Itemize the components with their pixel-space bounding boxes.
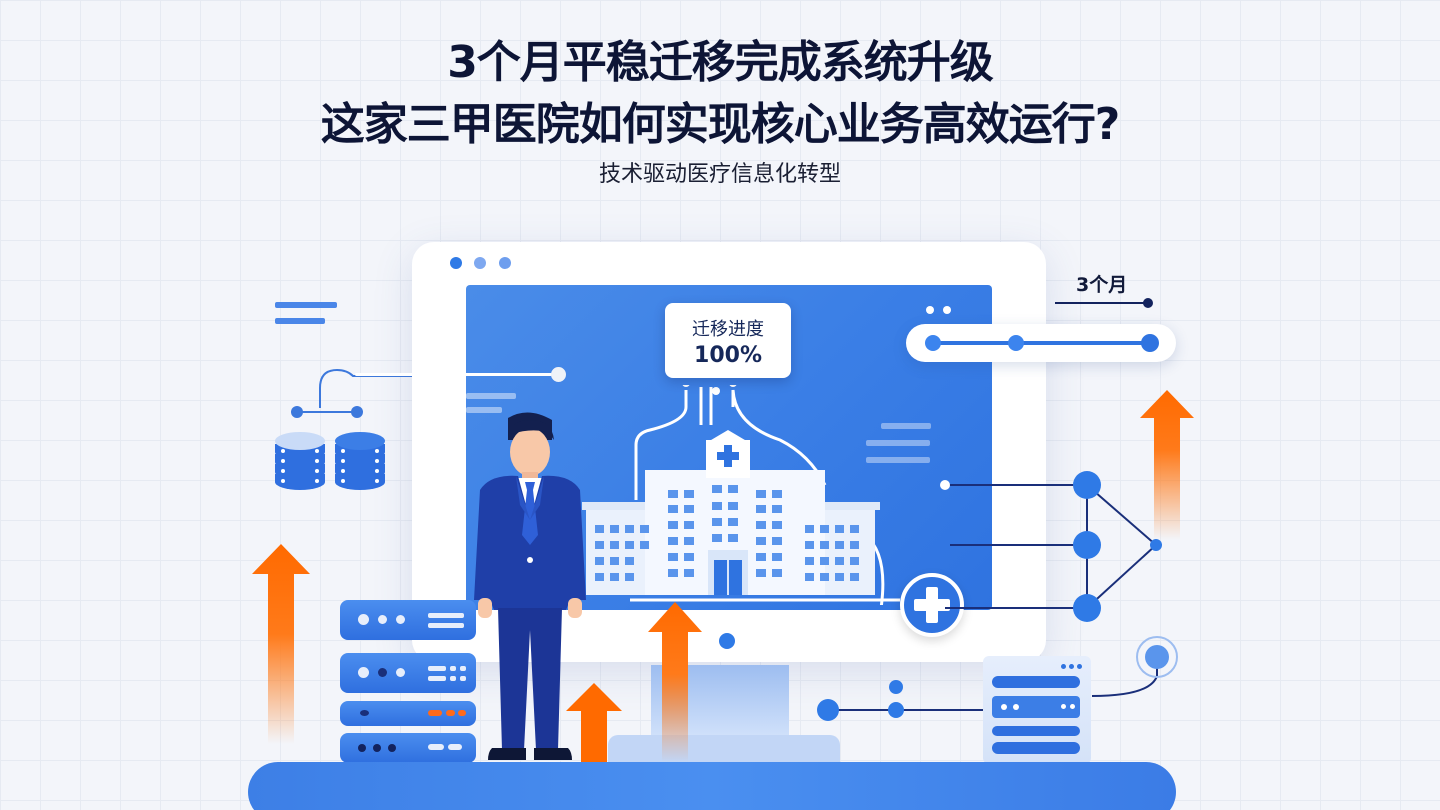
timeline-marker (1055, 298, 1153, 308)
connector-lines-icon (817, 680, 990, 721)
database-icon (335, 432, 385, 490)
decor-line-icon (881, 423, 931, 429)
network-node-icon (940, 471, 1162, 622)
medical-cross-icon (900, 573, 964, 637)
decor-line-icon (466, 393, 516, 399)
decor-line-icon (866, 440, 930, 446)
window-dot-icon (474, 257, 486, 269)
monitor-base (608, 735, 840, 765)
timeline-label: 3个月 (1076, 274, 1128, 296)
decor-dot-icon (719, 633, 735, 649)
server-rack-icon (983, 656, 1091, 764)
connector-lines-icon (291, 368, 555, 418)
connector-node-icon (1091, 636, 1178, 697)
headline-line-1: 3个月平稳迁移完成系统升级 (447, 37, 994, 88)
database-icon (275, 432, 325, 490)
growth-arrow-icon (648, 602, 702, 762)
headline-line-2: 这家三甲医院如何实现核心业务高效运行? (320, 99, 1121, 150)
migration-progress-card: 迁移进度 100% (665, 303, 791, 378)
timeline-progress-bar (906, 324, 1176, 362)
growth-arrow-icon (566, 683, 622, 793)
decor-line-icon (866, 457, 930, 463)
progress-value: 100% (694, 343, 762, 368)
businessman-figure (474, 412, 586, 760)
progress-label: 迁移进度 (692, 319, 764, 340)
base-platform (248, 762, 1176, 810)
growth-arrow-icon (252, 544, 310, 744)
server-rack-icon (340, 653, 476, 693)
subtitle: 技术驱动医疗信息化转型 (598, 162, 841, 187)
decor-line-icon (466, 407, 502, 413)
connector-line (355, 373, 552, 376)
connector-node-icon (551, 367, 566, 382)
server-rack-icon (340, 733, 476, 763)
growth-arrow-icon (1140, 390, 1194, 540)
server-rack-icon (340, 600, 476, 640)
screen-dot-icon (943, 306, 951, 314)
server-rack-icon (340, 701, 476, 726)
window-dot-icon (450, 257, 462, 269)
decor-line-icon (275, 318, 325, 324)
window-dot-icon (499, 257, 511, 269)
hospital-building-icon (582, 385, 900, 605)
screen-dot-icon (926, 306, 934, 314)
decor-line-icon (275, 302, 337, 308)
